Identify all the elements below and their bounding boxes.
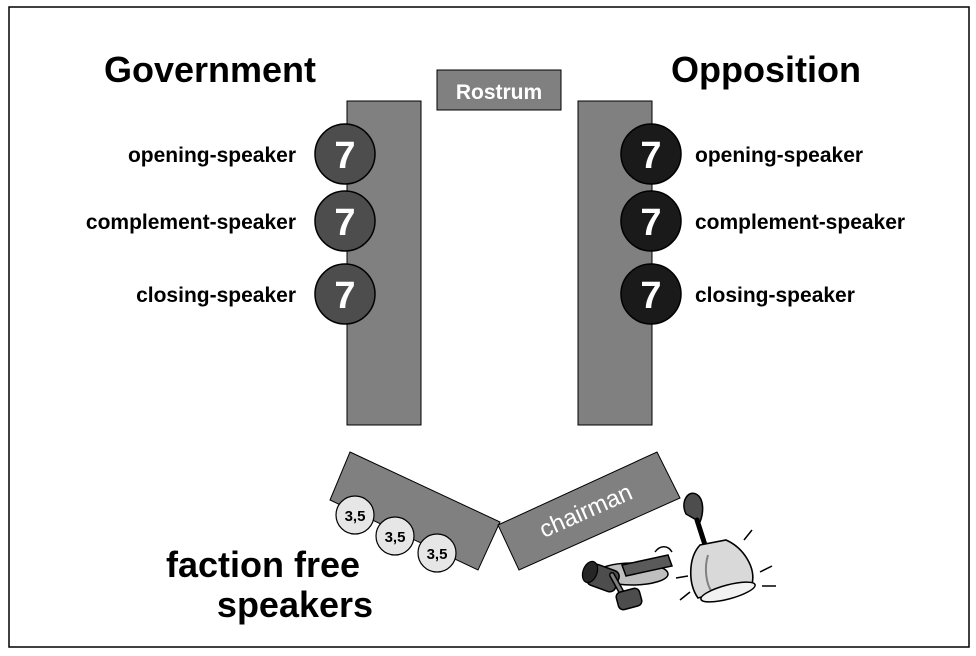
government-opening-minutes: 7 [334,135,355,177]
frame-border [8,6,970,648]
government-complement-minutes: 7 [334,202,355,244]
gavel-icon [581,546,673,611]
bell-icon [675,492,776,603]
free-speaker-circle-3 [417,533,457,573]
government-complement-circle [314,190,376,252]
chairman-bench [497,451,681,571]
government-heading: Government [104,49,316,90]
government-closing-label: closing-speaker [136,284,296,307]
opposition-complement-minutes: 7 [640,202,661,244]
opposition-closing-minutes: 7 [640,275,661,317]
free-speakers-label-line1: faction free [166,544,360,585]
rostrum-label: Rostrum [456,81,542,104]
government-complement-label: complement-speaker [86,211,296,234]
free-speakers-bench [329,451,501,571]
free-speaker-minutes-1: 3,5 [345,508,366,525]
rostrum-block [436,69,562,111]
opposition-opening-minutes: 7 [640,135,661,177]
free-speaker-circle-2 [375,516,415,556]
government-opening-label: opening-speaker [128,144,296,167]
opposition-closing-label: closing-speaker [695,284,855,307]
opposition-heading: Opposition [671,49,861,90]
opposition-opening-circle [620,123,682,185]
government-closing-minutes: 7 [334,275,355,317]
free-speaker-minutes-2: 3,5 [385,529,406,546]
free-speaker-circle-1 [335,495,375,535]
opposition-closing-circle [620,263,682,325]
government-closing-circle [314,263,376,325]
opposition-complement-label: complement-speaker [695,211,905,234]
government-opening-circle [314,123,376,185]
opposition-complement-circle [620,190,682,252]
free-speaker-minutes-3: 3,5 [427,546,448,563]
free-speakers-label-line2: speakers [217,584,373,625]
opposition-opening-label: opening-speaker [695,144,863,167]
